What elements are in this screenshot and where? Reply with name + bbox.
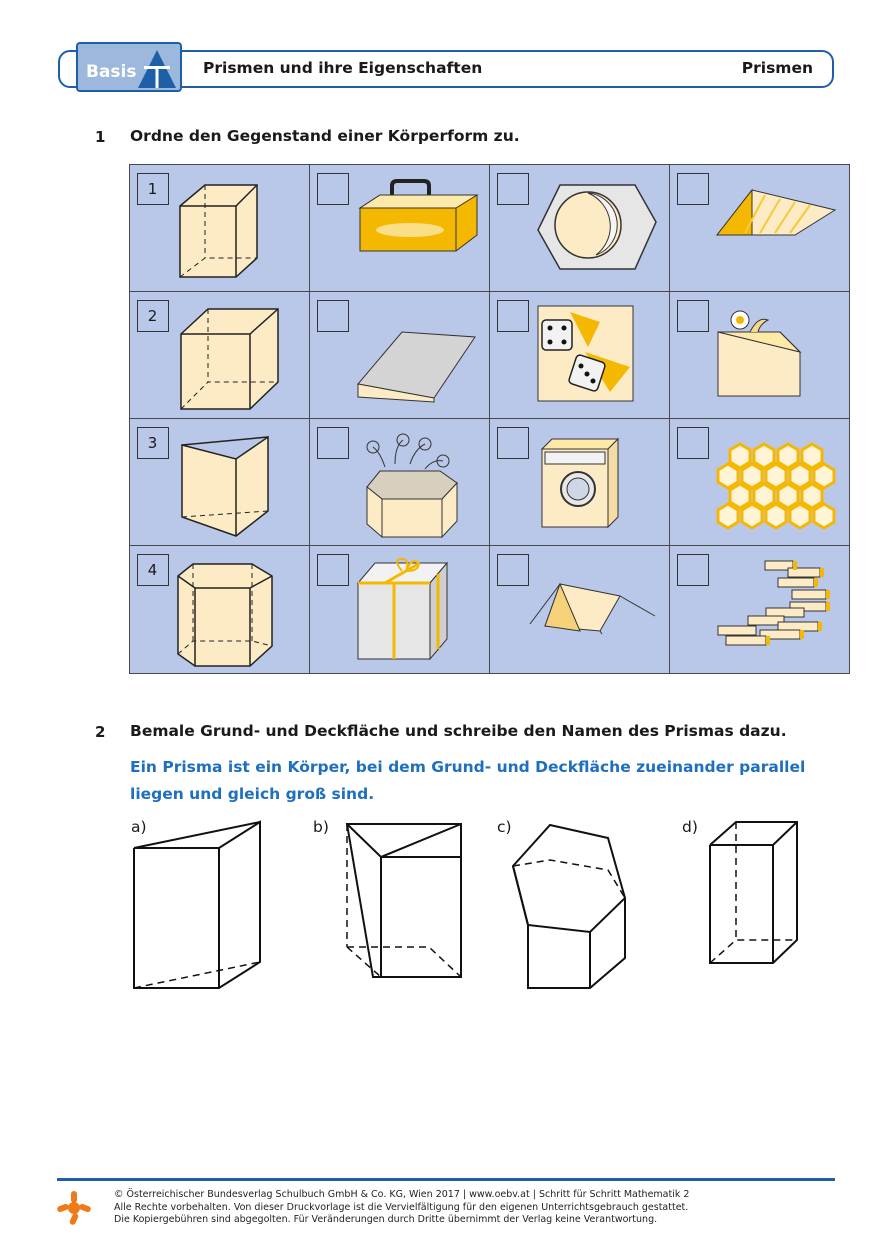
answer-box[interactable]: [676, 299, 709, 332]
prism-a-drawing: [133, 820, 261, 989]
task2-number: 2: [95, 723, 106, 741]
answer-box[interactable]: [676, 554, 709, 587]
answer-box[interactable]: [496, 427, 529, 459]
definition-text: Ein Prisma ist ein Körper, bei dem Grund…: [130, 758, 806, 803]
row-number-box: 2: [136, 299, 169, 332]
gift-box-icon: [356, 558, 448, 661]
answer-box[interactable]: [676, 172, 709, 205]
prism-b-drawing: [345, 823, 462, 978]
row-number-box: 3: [136, 427, 169, 459]
triangular-prism-roof-icon: [715, 188, 836, 235]
footer-line-2: Alle Rechte vorbehalten. Von dieser Druc…: [114, 1201, 689, 1213]
cell-ramp[interactable]: [668, 163, 850, 292]
flower-box-icon: [717, 310, 802, 397]
cell-planter[interactable]: [308, 418, 490, 547]
header-bar: [58, 50, 834, 88]
row-number-box: 1: [136, 172, 169, 205]
answer-box[interactable]: [316, 554, 349, 587]
dice-icon: [537, 305, 633, 402]
footer-line-1: © Österreichischer Bundesverlag Schulbuc…: [114, 1189, 690, 1200]
label-a: a): [131, 818, 147, 836]
copyright-notice: © Österreichischer Bundesverlag Schulbuc…: [114, 1189, 689, 1227]
answer-box[interactable]: [496, 299, 529, 332]
cell-honeycomb[interactable]: [668, 418, 850, 547]
label-d: d): [682, 818, 698, 836]
tent-icon: [529, 582, 655, 635]
answer-box[interactable]: [496, 172, 529, 205]
hexagonal-prism-icon: [176, 563, 273, 667]
wedge-icon: [356, 331, 476, 403]
cell-shape-4: 4: [128, 545, 310, 674]
washing-machine-icon: [540, 437, 619, 529]
cell-shape-3: 3: [128, 418, 310, 547]
bricks-icon: [717, 560, 830, 646]
answer-box[interactable]: [496, 554, 529, 587]
footer-divider: [57, 1178, 835, 1181]
cell-gift[interactable]: [308, 545, 490, 674]
triangular-prism-icon: [180, 435, 269, 537]
answer-box[interactable]: [316, 299, 349, 332]
cell-bricks[interactable]: [668, 545, 850, 674]
cube-icon: [179, 308, 279, 410]
cell-flower-box[interactable]: [668, 290, 850, 419]
toolbox-icon: [357, 178, 479, 251]
footer-line-3: Die Kopiergebühren sind abgegolten. Für …: [114, 1214, 658, 1225]
cell-washer[interactable]: [488, 418, 670, 547]
prism-c-drawing: [511, 823, 627, 989]
cell-shape-1: 1: [128, 163, 310, 292]
row-number-box: 4: [136, 554, 169, 587]
task1-number: 1: [95, 128, 106, 146]
level-badge: Basis: [76, 42, 182, 92]
matching-grid: 1: [128, 163, 850, 674]
triangle-logo-icon: [138, 50, 176, 88]
task2-text: Bemale Grund- und Deckfläche und schreib…: [130, 722, 787, 740]
cell-dice[interactable]: [488, 290, 670, 419]
section-title: Prismen: [741, 59, 813, 77]
cell-nut[interactable]: [488, 163, 670, 292]
honeycomb-icon: [716, 442, 835, 530]
prism-d-drawing: [709, 821, 798, 964]
answer-box[interactable]: [676, 427, 709, 459]
answer-box[interactable]: [316, 427, 349, 459]
hexagonal-planter-icon: [365, 433, 458, 539]
answer-box[interactable]: [316, 172, 349, 205]
cuboid-tall-icon: [178, 183, 258, 278]
publisher-logo-icon: [57, 1191, 91, 1225]
cell-shape-2: 2: [128, 290, 310, 419]
label-b: b): [313, 818, 329, 836]
cell-wedge[interactable]: [308, 290, 490, 419]
hex-nut-icon: [536, 183, 657, 270]
page-title: Prismen und ihre Eigenschaften: [203, 59, 483, 77]
label-c: c): [497, 818, 512, 836]
badge-label: Basis: [86, 62, 137, 82]
cell-toolbox[interactable]: [308, 163, 490, 292]
task1-text: Ordne den Gegenstand einer Körperform zu…: [130, 127, 520, 145]
